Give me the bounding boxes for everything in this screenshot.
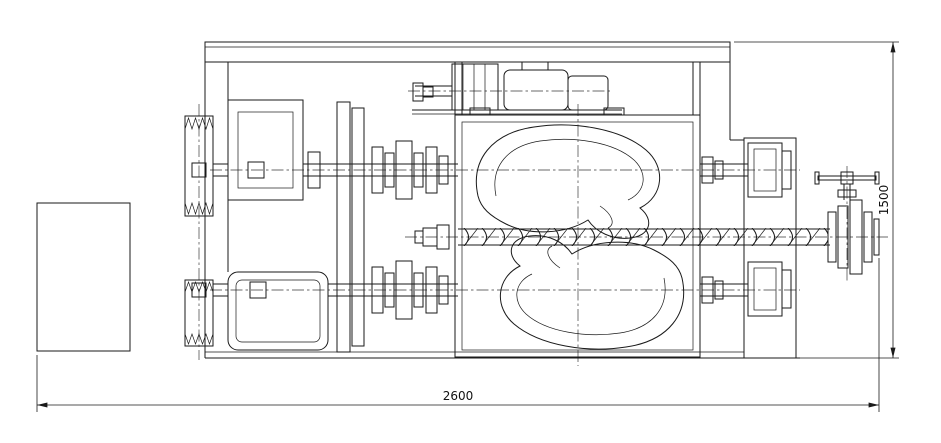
dimension-height: 1500 bbox=[734, 41, 899, 359]
gearbox bbox=[227, 99, 321, 201]
belt-pulleys bbox=[184, 115, 228, 347]
dimension-length: 2600 bbox=[36, 258, 880, 412]
machine-frame bbox=[204, 41, 800, 359]
sigma-blade-lower bbox=[499, 235, 685, 350]
bearing-pedestal-right bbox=[700, 137, 797, 359]
top-motor-assembly bbox=[412, 61, 622, 115]
drive-motor bbox=[227, 271, 329, 351]
gear-plates bbox=[336, 101, 365, 353]
sigma-blade-upper bbox=[475, 124, 661, 239]
screw-conveyor bbox=[414, 224, 830, 250]
dimension-length-label: 2600 bbox=[443, 389, 474, 403]
shaft-couplings-lower bbox=[328, 260, 458, 320]
control-cabinet bbox=[36, 202, 131, 352]
shaft-couplings-upper bbox=[303, 140, 458, 200]
discharge-valve bbox=[814, 171, 880, 275]
dimension-height-label: 1500 bbox=[877, 185, 891, 216]
